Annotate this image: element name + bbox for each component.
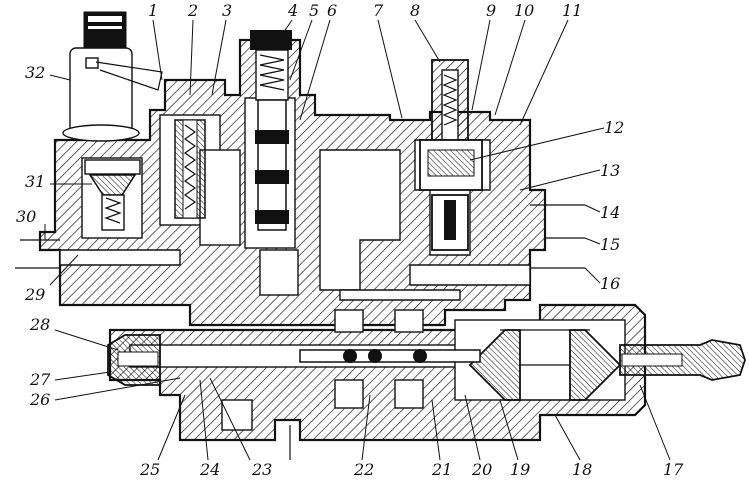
leader-lines (44, 19, 671, 461)
callout-3: 3 (222, 1, 232, 20)
callout-6: 6 (327, 1, 337, 20)
callout-13: 13 (600, 161, 620, 180)
callout-7: 7 (373, 1, 384, 20)
callout-20: 20 (471, 460, 492, 479)
callout-19: 19 (510, 460, 530, 479)
callout-4: 4 (287, 1, 298, 20)
callout-22: 22 (353, 460, 374, 479)
callout-21: 21 (431, 460, 452, 479)
callout-18: 18 (572, 460, 592, 479)
flow-lines (15, 204, 585, 269)
callout-23: 23 (251, 460, 272, 479)
callout-30: 30 (16, 207, 36, 226)
callout-25: 25 (139, 460, 160, 479)
callout-15: 15 (600, 235, 620, 254)
callout-12: 12 (604, 118, 624, 137)
callout-28: 28 (29, 315, 50, 334)
callout-8: 8 (410, 1, 420, 20)
callout-labels: 1 2 3 4 5 6 7 8 9 10 11 12 13 14 15 16 1… (16, 1, 684, 479)
callout-2: 2 (187, 1, 198, 20)
callout-9: 9 (486, 1, 496, 20)
callout-24: 24 (199, 460, 220, 479)
top-spool (250, 30, 292, 231)
callout-29: 29 (24, 285, 45, 304)
spring-stack (174, 119, 206, 219)
callout-26: 26 (29, 390, 50, 409)
callout-11: 11 (562, 1, 582, 20)
callout-27: 27 (29, 370, 51, 389)
callout-32: 32 (25, 63, 45, 82)
solenoid-coil (62, 11, 163, 142)
lower-body (107, 303, 746, 460)
callout-10: 10 (514, 1, 534, 20)
callout-16: 16 (600, 274, 620, 293)
callout-1: 1 (148, 1, 158, 20)
callout-17: 17 (663, 460, 684, 479)
check-valve (84, 159, 141, 231)
callout-14: 14 (600, 203, 620, 222)
callout-31: 31 (25, 172, 45, 191)
relief-valve (419, 59, 483, 251)
callout-5: 5 (309, 1, 319, 20)
